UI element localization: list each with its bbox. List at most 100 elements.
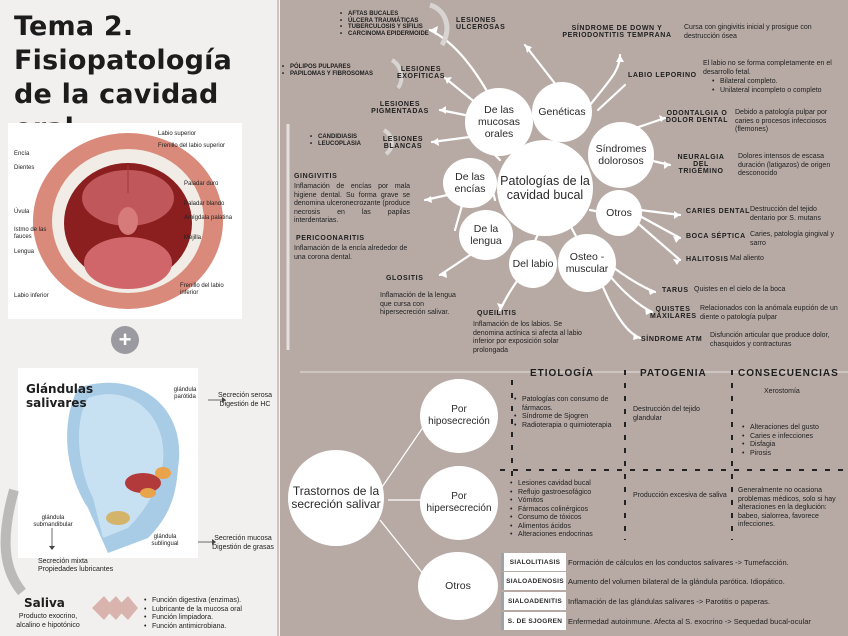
center-node: Patologías de la cavidad bucal <box>497 140 593 236</box>
trastornos-node: Trastornos de la secreción salivar <box>288 450 384 546</box>
odontalgia-desc: Debido a patología pulpar por caries o p… <box>735 109 828 133</box>
queilitis-label: QUEILITIS <box>477 310 517 317</box>
ulcerosas-list: AFTAS BUCALES ÚLCERA TRAUMÁTICAS TUBERCU… <box>340 11 429 37</box>
labio-leporino-label: LABIO LEPORINO <box>628 72 697 79</box>
glositis-desc: Inflamación de la lengua que cursa con h… <box>380 292 456 316</box>
header-consecuencias: CONSECUENCIAS <box>738 368 839 379</box>
hiper-patogenia: Producción excesiva de saliva <box>633 492 727 499</box>
mouth-label-paladar-duro: Paladar duro <box>184 181 219 187</box>
mouth-label-frenillo-sup: Frenillo del labio superior <box>158 143 226 149</box>
hiper-etiologia-item: Consumo de tóxicos <box>510 514 624 523</box>
node-otros: Otros <box>596 190 642 236</box>
hipersecrecion-node: Por hipersecreción <box>420 466 498 540</box>
boca-septica-desc: Caries, patología gingival y sarro <box>750 231 835 247</box>
head-illustration <box>67 382 180 553</box>
parotid-desc-2: Digestión de HC <box>219 401 271 408</box>
ulcerosas-item: ÚLCERA TRAUMÁTICAS <box>340 18 429 25</box>
mouth-label-lengua: Lengua <box>14 249 35 255</box>
labio-leporino-item: Bilateral completo. <box>712 78 846 87</box>
node-labio: Del labio <box>509 240 557 288</box>
mouth-label-labio-inferior: Labio inferior <box>14 293 49 299</box>
hiper-etiologia-item: Alteraciones endocrinas <box>510 531 624 540</box>
header-etiologia: ETIOLOGÍA <box>530 368 594 379</box>
mouth-label-encia: Encía <box>14 151 30 157</box>
otros-row-desc: Formación de cálculos en los conductos s… <box>568 558 789 567</box>
pigmentadas-label: LESIONES PIGMENTADAS <box>371 101 429 115</box>
tarus-label: TARUS <box>662 287 689 294</box>
labio-leporino-bullets: Bilateral completo. Unilateral incomplet… <box>712 78 846 95</box>
atm-desc: Disfunción articular que produce dolor, … <box>710 332 830 348</box>
atm-label: SÍNDROME ATM <box>641 336 703 343</box>
otros-row-label: S. DE SJOGREN <box>504 612 566 630</box>
left-panel: Tema 2. Fisiopatología de la cavidad ora… <box>0 0 280 636</box>
hipo-etiologia-item: Radioterapia o quimioterapia <box>514 422 624 431</box>
submandibular-label: glándula submandibular <box>33 515 73 528</box>
saliva-function-item: Función digestiva (enzimas). <box>144 597 278 606</box>
hiper-etiologia-list: Lesiones cavidad bucal Reflujo gastroeso… <box>510 480 624 540</box>
gingivitis-label: GINGIVITIS <box>294 173 338 180</box>
glositis-label: GLOSITIS <box>386 275 424 282</box>
caries-label: CARIES DENTAL <box>686 208 751 215</box>
node-encias: De las encías <box>443 158 497 208</box>
node-mucosas: De las mucosas orales <box>465 88 533 156</box>
labio-leporino-item: Unilateral incompleto o completo <box>712 87 846 96</box>
saliva-subtitle: Producto exocrino, alcalino e hipotónico <box>16 613 80 629</box>
boca-septica-label: BOCA SÉPTICA <box>686 233 746 240</box>
down-desc: Cursa con gingivitis inicial y prosigue … <box>684 24 812 40</box>
hipo-consecuencia-item: Caries e infecciones <box>742 433 846 442</box>
otros-row-desc: Inflamación de las glándulas salivares -… <box>568 597 770 606</box>
mouth-anatomy-image: Encía Dientes Úvula Istmo de las fauces … <box>8 123 242 319</box>
queilitis-desc: Inflamación de los labios. Se denomina a… <box>473 321 582 354</box>
halitosis-label: HALITOSIS <box>686 256 729 263</box>
header-patogenia: PATOGENIA <box>640 368 707 379</box>
hipo-patogenia: Destrucción del tejido glandular <box>633 406 700 422</box>
pericoronaritis-desc: Inflamación de la encía alrededor de una… <box>294 245 408 261</box>
submand-desc-2: Propiedades lubricantes <box>38 566 114 573</box>
mouth-label-istmo: Istmo de las fauces <box>14 227 47 240</box>
hiposecrecion-node: Por hiposecreción <box>420 379 498 453</box>
plus-icon: + <box>111 326 139 354</box>
node-lengua: De la lengua <box>459 210 513 260</box>
exofiticas-item: PÓLIPOS PULPARES <box>282 64 373 71</box>
mouth-illustration <box>33 133 223 309</box>
mouth-label-uvula: Úvula <box>14 209 30 215</box>
hiper-etiologia-item: Alimentos ácidos <box>510 523 624 532</box>
otros-row-label: SIALOLITIASIS <box>504 553 566 571</box>
hiper-etiologia-item: Reflujo gastroesofágico <box>510 489 624 498</box>
glands-title: Glándulas salivares <box>26 382 94 410</box>
exofiticas-label: LESIONES EXOFÍTICAS <box>396 66 445 80</box>
hipo-consecuencia-item: Pirosis <box>742 450 846 459</box>
saliva-functions: Función digestiva (enzimas). Lubricante … <box>144 597 278 631</box>
hiper-consecuencias: Generalmente no ocasiona problemas médic… <box>738 487 836 528</box>
saliva-function-item: Lubricante de la mucosa oral <box>144 606 278 615</box>
saliva-function-item: Función limpiadora. <box>144 614 278 623</box>
hipo-consecuencia-title: Xerostomía <box>764 388 800 395</box>
ulcerosas-label: LESIONES ULCEROSAS <box>456 17 506 31</box>
down-label: SÍNDROME DE DOWN Y PERIODONTITIS TEMPRAN… <box>562 25 672 39</box>
mouth-label-frenillo-inf: Frenillo del labio inferior <box>180 283 224 296</box>
mouth-label-paladar-blando: Paladar blando <box>184 201 225 207</box>
neuralgia-desc: Dolores intensos de escasa duración (lat… <box>738 153 831 177</box>
sublingual-desc-2: Digestión de grasas <box>212 544 274 551</box>
hipo-consecuencia-item: Alteraciones del gusto <box>742 424 846 433</box>
neuralgia-label: NEURALGIA DEL TRIGÉMINO <box>677 154 725 175</box>
mouth-label-amigdala: Amígdala palatina <box>184 215 233 221</box>
node-sindromes: Síndromes dolorosos <box>588 122 654 188</box>
caries-desc: Destrucción del tejido dentario por S. m… <box>750 206 821 222</box>
ulcerosas-item: TUBERCULOSIS Y SÍFILIS <box>340 24 429 31</box>
quistes-label: QUISTES MAXILARES <box>650 306 697 320</box>
mouth-label-labio-superior: Labio superior <box>158 131 197 137</box>
blancas-list: CANDIDIASIS LEUCOPLASIA <box>310 134 361 148</box>
parotid-desc-1: Secreción serosa <box>217 392 273 399</box>
node-geneticas: Genéticas <box>532 82 592 142</box>
blancas-label: LESIONES BLANCAS <box>382 136 424 150</box>
saliva-function-item: Función antimicrobiana. <box>144 623 278 632</box>
otros-row-label: SIALOADENOSIS <box>504 572 566 590</box>
odontalgia-label: ODONTALGIA O DOLOR DENTAL <box>665 110 729 124</box>
hiper-etiologia-item: Fármacos colinérgicos <box>510 506 624 515</box>
saliva-title: Saliva <box>24 596 65 610</box>
exofiticas-list: PÓLIPOS PULPARES PAPILOMAS Y FIBROSOMAS <box>282 64 373 78</box>
hipo-etiologia-list: Patologías con consumo de fármacos. Sínd… <box>514 396 624 430</box>
glands-image <box>18 368 198 558</box>
otros-row-desc: Enfermedad autoinmune. Afecta al S. exoc… <box>568 617 811 626</box>
